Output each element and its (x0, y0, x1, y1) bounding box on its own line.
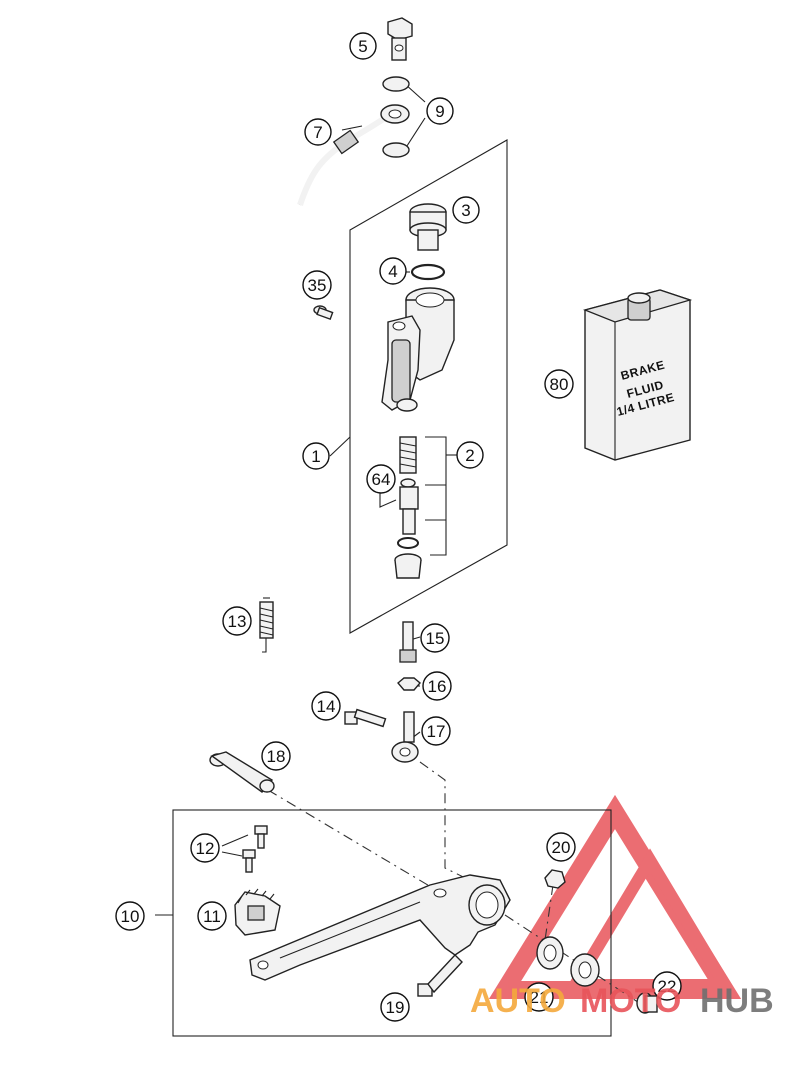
callout-9: 9 (426, 97, 454, 125)
svg-text:7: 7 (313, 123, 322, 142)
leader-lines (155, 83, 457, 916)
svg-text:15: 15 (426, 629, 445, 648)
svg-text:3: 3 (461, 201, 470, 220)
svg-text:4: 4 (388, 262, 397, 281)
brake-hose-part (297, 104, 410, 206)
callout-11: 11 (197, 901, 227, 931)
svg-text:5: 5 (358, 37, 367, 56)
callout-19: 19 (380, 992, 410, 1022)
callout-17: 17 (421, 716, 451, 746)
svg-text:17: 17 (427, 722, 446, 741)
nut-part (397, 677, 421, 691)
callout-16: 16 (422, 671, 452, 701)
svg-text:22: 22 (658, 977, 677, 996)
callout-22: 22 (652, 971, 682, 1001)
callout-1: 1 (302, 442, 330, 470)
pivot-nut-part (544, 869, 566, 889)
clevis-bolt-part (344, 708, 387, 728)
callout-4: 4 (379, 257, 407, 285)
callout-10: 10 (115, 901, 145, 931)
svg-text:1: 1 (311, 447, 320, 466)
callout-7: 7 (304, 118, 332, 146)
watermark-text: AUTO MOTO HUB (470, 982, 774, 1020)
bushing-part (636, 992, 658, 1014)
svg-text:9: 9 (435, 102, 444, 121)
part-callouts: 1 2 3 4 5 7 9 10 11 12 13 14 15 16 17 18… (115, 32, 682, 1022)
brake-pedal-group-frame (172, 809, 612, 1037)
callout-80: 80 (544, 369, 574, 399)
watermark-part1: AUTO (470, 982, 566, 1020)
sealing-washer-lower (382, 142, 410, 158)
svg-text:10: 10 (121, 907, 140, 926)
callout-35: 35 (302, 270, 332, 300)
callout-14: 14 (311, 691, 341, 721)
o-ring-part (410, 263, 446, 281)
piston-kit-part (394, 436, 422, 579)
master-cylinder-group-frame (349, 139, 508, 634)
callout-13: 13 (222, 606, 252, 636)
svg-text:80: 80 (550, 375, 569, 394)
svg-text:13: 13 (228, 612, 247, 631)
svg-text:11: 11 (203, 907, 221, 926)
svg-text:12: 12 (196, 839, 215, 858)
return-spring-part (259, 597, 274, 653)
banjo-bolt-part (387, 17, 413, 61)
svg-text:18: 18 (267, 747, 286, 766)
pedal-step-part (234, 888, 281, 936)
svg-text:35: 35 (308, 276, 327, 295)
svg-text:14: 14 (317, 697, 336, 716)
reservoir-connector-part (409, 203, 447, 251)
pedal-bolt-part (417, 953, 463, 997)
callout-12: 12 (190, 833, 220, 863)
watermark-logo (488, 794, 742, 999)
callout-5: 5 (349, 32, 377, 60)
svg-text:21: 21 (530, 988, 549, 1007)
svg-text:2: 2 (465, 446, 474, 465)
callout-3: 3 (452, 196, 480, 224)
svg-text:19: 19 (386, 998, 405, 1017)
pushrod-part (399, 621, 417, 663)
pivot-bearings-part (536, 936, 600, 987)
brake-fluid-can: BRAKE FLUID 1/4 LITRE (582, 289, 693, 461)
step-screws-part (242, 825, 268, 873)
brake-pedal-part (249, 874, 511, 981)
svg-text:16: 16 (428, 677, 447, 696)
callout-18: 18 (261, 741, 291, 771)
svg-text:64: 64 (372, 470, 391, 489)
small-screw-part (313, 305, 334, 321)
callout-2: 2 (456, 441, 484, 469)
callout-21: 21 (524, 982, 554, 1012)
callout-20: 20 (546, 832, 576, 862)
clevis-part (391, 711, 419, 763)
sealing-washer-upper (382, 76, 410, 92)
callout-64: 64 (366, 464, 396, 494)
watermark-part3: HUB (700, 982, 774, 1020)
master-cylinder-body-part (381, 287, 455, 412)
callout-15: 15 (420, 623, 450, 653)
pivot-bolt-part (209, 751, 275, 793)
watermark-part2: MOTO (580, 982, 681, 1020)
svg-text:20: 20 (552, 838, 571, 857)
